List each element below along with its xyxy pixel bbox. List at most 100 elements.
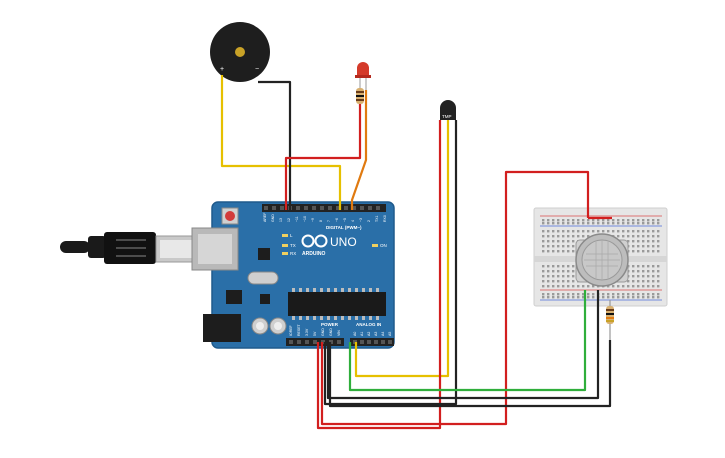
breadboard-hole: [557, 296, 560, 299]
breadboard-hole: [587, 285, 590, 288]
breadboard-hole: [567, 280, 570, 283]
pin-label: 7: [327, 220, 331, 222]
breadboard-hole: [592, 285, 595, 288]
breadboard-hole: [572, 245, 575, 248]
breadboard-hole: [647, 222, 650, 225]
breadboard-hole: [552, 293, 555, 296]
breadboard-hole: [567, 296, 570, 299]
breadboard-hole: [552, 275, 555, 278]
breadboard-hole: [607, 230, 610, 233]
breadboard-hole: [567, 293, 570, 296]
breadboard-hole: [652, 293, 655, 296]
wire-temp-ground: [323, 120, 458, 406]
reset-button[interactable]: [225, 211, 235, 221]
breadboard-hole: [612, 219, 615, 222]
breadboard-hole: [627, 230, 630, 233]
breadboard-hole: [632, 280, 635, 283]
breadboard-hole: [577, 222, 580, 225]
pin-label: IOREF: [289, 325, 293, 336]
breadboard-hole: [652, 280, 655, 283]
breadboard-hole: [642, 250, 645, 253]
breadboard-hole: [582, 222, 585, 225]
breadboard-hole: [572, 280, 575, 283]
breadboard-hole: [562, 219, 565, 222]
breadboard-hole: [642, 275, 645, 278]
gas-sensor[interactable]: [575, 233, 629, 287]
breadboard-hole: [627, 296, 630, 299]
pin-label: 3.3V: [305, 328, 309, 336]
led-label-l: L: [290, 233, 293, 238]
breadboard-hole: [642, 230, 645, 233]
breadboard-hole: [547, 240, 550, 243]
breadboard-hole: [552, 250, 555, 253]
breadboard-hole: [592, 219, 595, 222]
wire-buzzer-signal: [220, 75, 342, 210]
pin-label: 12: [287, 218, 291, 222]
breadboard-hole: [587, 219, 590, 222]
pin-label: RX0: [383, 215, 387, 222]
breadboard-hole: [572, 230, 575, 233]
breadboard-hole: [547, 235, 550, 238]
breadboard-hole: [612, 222, 615, 225]
breadboard-hole: [557, 275, 560, 278]
breadboard-hole: [642, 296, 645, 299]
resistor-led[interactable]: [356, 88, 364, 104]
breadboard-hole: [597, 222, 600, 225]
breadboard-hole: [632, 222, 635, 225]
breadboard-hole: [622, 230, 625, 233]
microcontroller-chip: [288, 292, 386, 316]
breadboard-hole: [552, 230, 555, 233]
breadboard-hole: [647, 219, 650, 222]
breadboard-hole: [562, 245, 565, 248]
breadboard-hole: [647, 230, 650, 233]
breadboard-hole: [657, 285, 660, 288]
breadboard-hole: [597, 219, 600, 222]
breadboard-hole: [567, 265, 570, 268]
breadboard-hole: [652, 270, 655, 273]
breadboard-hole: [547, 230, 550, 233]
breadboard-hole: [657, 240, 660, 243]
breadboard-hole: [582, 296, 585, 299]
breadboard-hole: [542, 296, 545, 299]
breadboard-hole: [602, 296, 605, 299]
breadboard-hole: [547, 280, 550, 283]
breadboard-hole: [552, 280, 555, 283]
breadboard-hole: [632, 265, 635, 268]
piezo-buzzer[interactable]: + −: [210, 22, 270, 82]
breadboard-hole: [657, 293, 660, 296]
breadboard-hole: [542, 285, 545, 288]
pin-aref-label: AREF: [263, 213, 267, 222]
temperature-sensor[interactable]: TMP: [440, 100, 456, 120]
breadboard-hole: [657, 235, 660, 238]
breadboard-hole: [632, 293, 635, 296]
pin-label: GND: [321, 328, 325, 336]
breadboard-hole: [632, 296, 635, 299]
breadboard-hole: [627, 222, 630, 225]
breadboard-hole: [552, 235, 555, 238]
pin-label: GND: [329, 328, 333, 336]
breadboard-hole: [547, 275, 550, 278]
breadboard-hole: [632, 275, 635, 278]
breadboard-hole: [542, 270, 545, 273]
pin-label: 8: [319, 220, 323, 222]
breadboard-hole: [637, 245, 640, 248]
breadboard-hole: [657, 250, 660, 253]
breadboard-hole: [627, 285, 630, 288]
breadboard-hole: [652, 235, 655, 238]
breadboard-hole: [572, 296, 575, 299]
resistor-sensor[interactable]: [606, 300, 614, 340]
pin-label: 13: [279, 218, 283, 222]
breadboard-hole: [642, 293, 645, 296]
breadboard-hole: [652, 275, 655, 278]
breadboard-hole: [642, 219, 645, 222]
breadboard-hole: [607, 293, 610, 296]
breadboard-hole: [542, 293, 545, 296]
breadboard-hole: [647, 250, 650, 253]
breadboard-hole: [567, 230, 570, 233]
buzzer-minus-label: −: [255, 66, 259, 73]
wire-led-red: [284, 104, 362, 210]
breadboard-hole: [542, 235, 545, 238]
breadboard-hole: [642, 285, 645, 288]
